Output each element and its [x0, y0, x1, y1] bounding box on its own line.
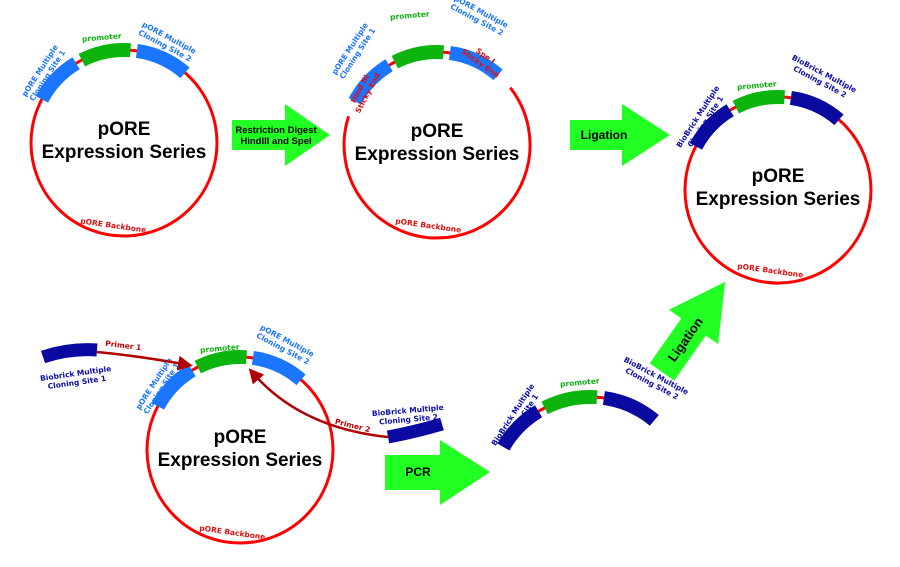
- primer-1-arrow: [96, 350, 193, 371]
- promoter-block: [391, 44, 444, 69]
- biobrick-mcs1-block: [497, 405, 543, 451]
- plasmid-original: pORE Expression Series pORE MultipleClon…: [20, 20, 219, 238]
- promoter-block: [78, 42, 131, 67]
- plasmid-subtitle: Expression Series: [42, 142, 207, 163]
- primer-1-label: Primer 1: [105, 339, 142, 352]
- plasmid-subtitle: Expression Series: [158, 450, 323, 471]
- biobrick-mcs2-block: [789, 90, 844, 126]
- plasmid-title: pORE: [98, 119, 151, 140]
- plasmid-title: pORE: [752, 166, 805, 187]
- promoter-block: [194, 349, 247, 374]
- primer-2-arrow: [248, 368, 389, 439]
- ligation-arrow: Ligation: [570, 104, 670, 166]
- restriction-digest-arrow: Restriction Digest HindIII and SpeI: [232, 104, 330, 166]
- promoter-block: [732, 89, 785, 114]
- plasmid-pcr-template: pORE Expression Series pORE MultipleClon…: [134, 323, 335, 545]
- pore-mcs2-block: [135, 43, 190, 79]
- arrow-label: HindIII and SpeI: [240, 136, 311, 147]
- pcr-arrow: PCR: [385, 440, 490, 505]
- biobrick-mcs1-block: [689, 104, 734, 150]
- arrow-label: PCR: [405, 465, 431, 479]
- arrow-label: Restriction Digest: [235, 125, 317, 136]
- pore-mcs1-block: [151, 364, 196, 410]
- promoter-label: promoter: [560, 376, 600, 388]
- pore-mcs2-block: [448, 45, 503, 81]
- promoter-label: promoter: [390, 9, 430, 21]
- promoter-label: promoter: [737, 79, 777, 91]
- plasmid-title: pORE: [411, 121, 464, 142]
- plasmid-subtitle: Expression Series: [696, 189, 861, 210]
- plasmid-digested: pORE Expression Series pORE MultipleClon…: [330, 0, 532, 240]
- plasmid-title: pORE: [214, 427, 267, 448]
- promoter-label: promoter: [82, 31, 122, 43]
- backbone: [342, 86, 532, 240]
- pore-mcs1-block: [348, 59, 393, 105]
- backbone-label: pORE Backbone: [80, 216, 147, 234]
- plasmid-subtitle: Expression Series: [355, 144, 520, 165]
- plasmid-final: pORE Expression Series BioBrick Multiple…: [675, 53, 873, 285]
- pore-mcs2-block: [251, 350, 306, 386]
- pore-mcs1-block: [35, 57, 80, 103]
- arrow-label: Ligation: [581, 128, 628, 142]
- promoter-label: promoter: [200, 342, 240, 354]
- biobrick-mcs2-block: [602, 391, 659, 426]
- promoter-block: [541, 389, 598, 415]
